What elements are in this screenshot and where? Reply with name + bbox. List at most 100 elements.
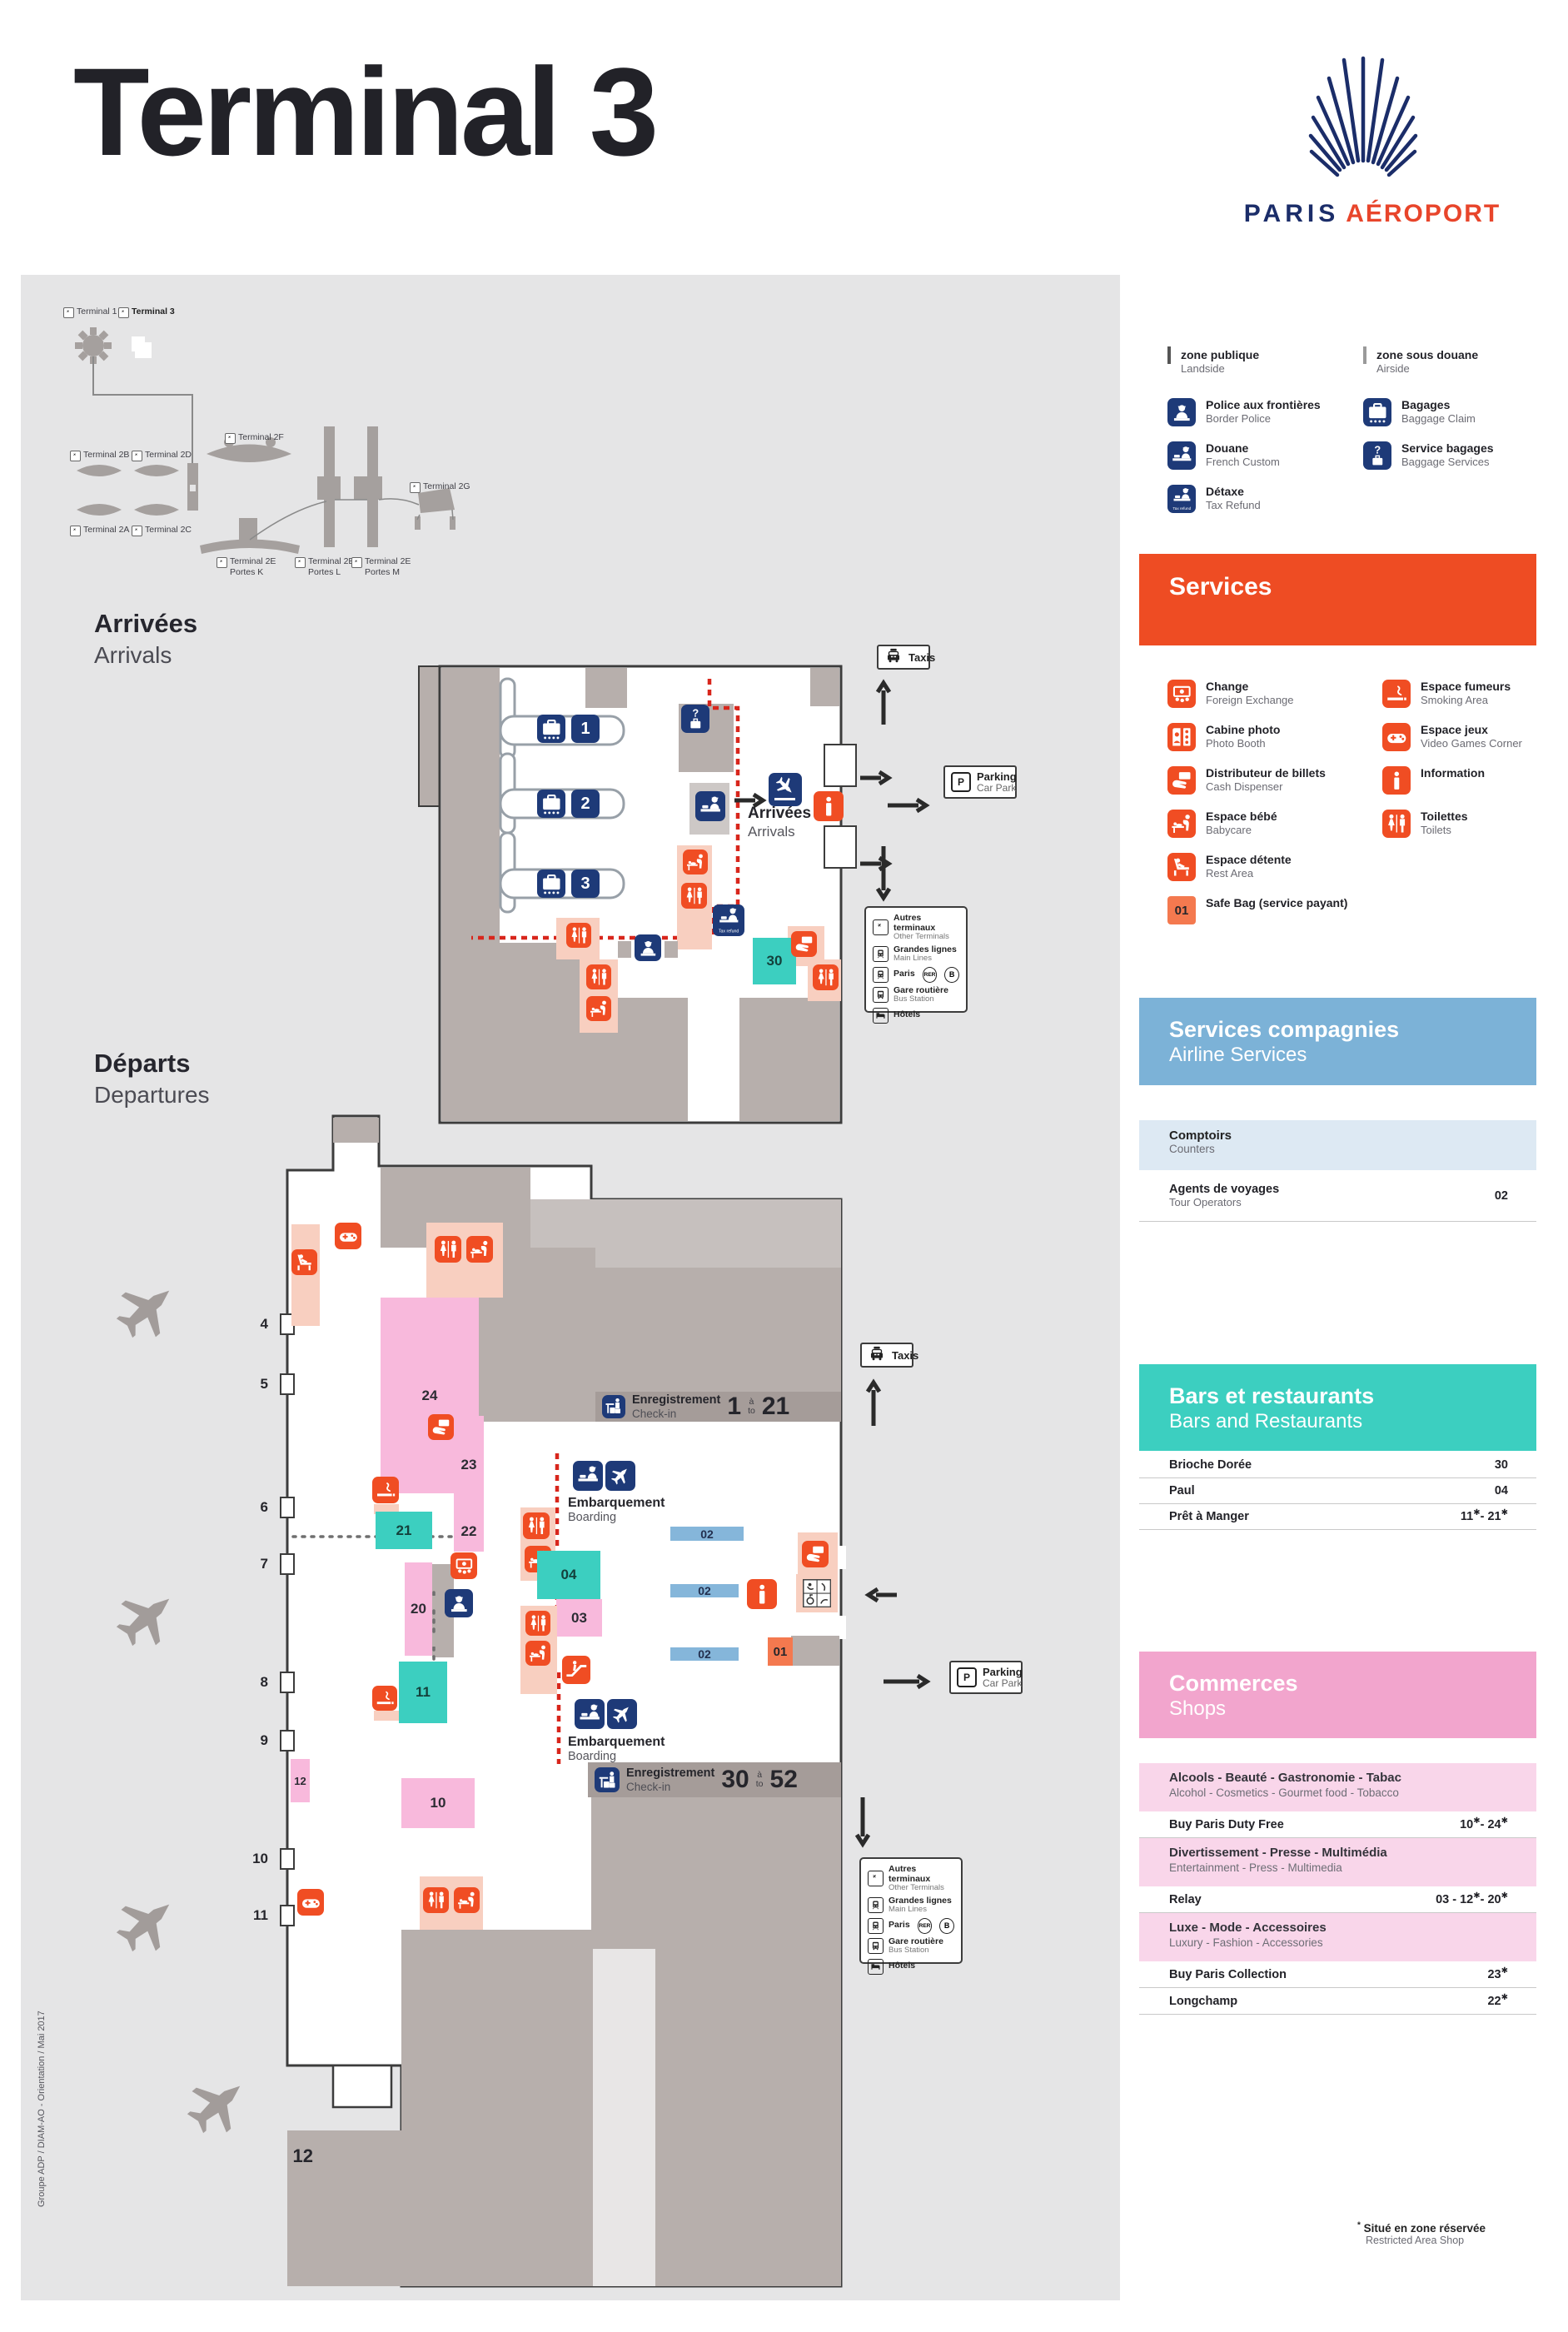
baby-icon [683, 850, 708, 874]
shop-location-23: 23 [454, 1416, 484, 1514]
svg-text:Tax refund: Tax refund [719, 929, 739, 934]
airside-block [432, 1596, 443, 1608]
police-legend-icon [1167, 398, 1196, 426]
bagq-icon: ? [681, 705, 709, 733]
baby-icon [466, 1236, 493, 1263]
douane-icon [695, 791, 725, 821]
game-icon [335, 1223, 361, 1249]
service-baby-icon [1167, 810, 1196, 838]
airline-counter-02: 02 [670, 1584, 739, 1597]
overview-label-terminal-2g: Terminal 2G [410, 481, 470, 493]
shop-location-11: 11 [399, 1662, 447, 1723]
plane-icon [873, 919, 889, 936]
taxi-icon [868, 1345, 886, 1366]
toilets-icon [423, 1887, 449, 1913]
service-safe-bag-icon: 01 [1167, 896, 1196, 924]
overview-label-terminal-1: Terminal 1 [63, 306, 117, 318]
direction-arrow-r [888, 797, 930, 814]
bag-icon [537, 790, 565, 818]
plane-icon [217, 556, 227, 568]
shop-location-12: 12 [291, 1759, 310, 1802]
smoke-icon [372, 1477, 399, 1503]
parking-icon: P [957, 1667, 977, 1687]
bus-icon [873, 987, 889, 1003]
toilets-icon [813, 964, 839, 990]
train-icon [868, 1917, 884, 1934]
airside-block [665, 941, 678, 958]
svg-text:?: ? [1374, 443, 1381, 456]
plane-icon [868, 1871, 884, 1887]
service-photo-icon [1167, 723, 1196, 751]
cash-icon [802, 1541, 829, 1567]
plane-icon [132, 525, 142, 536]
smoke-icon [372, 1686, 397, 1711]
overview-label-terminal-3: Terminal 3 [118, 306, 175, 318]
douane-legend-icon [1167, 441, 1196, 470]
check-in-icon [602, 1395, 625, 1418]
toilets-icon [435, 1236, 461, 1263]
shop-location-30: 30 [753, 938, 796, 984]
bag-icon [537, 870, 565, 898]
baggage-belt-number: 3 [571, 870, 600, 898]
terminals-overview-map [75, 327, 455, 554]
shop-location-21: 21 [376, 1512, 432, 1549]
gate-8-label: 8 [260, 1674, 268, 1690]
arrivals-building [418, 665, 857, 1124]
baby-icon [586, 996, 611, 1021]
plane-icon [63, 306, 74, 318]
overview-label-terminal-2f: Terminal 2F [225, 432, 284, 444]
toilets-icon [586, 964, 611, 989]
baby-icon [454, 1887, 480, 1913]
taxref-legend-icon: Tax refund [1167, 485, 1196, 513]
bus-icon [868, 1938, 884, 1954]
toilets-icon [681, 883, 707, 909]
parking-icon: P [951, 772, 971, 792]
taxis-sign: Taxis [860, 1343, 918, 1368]
gate-7-label: 7 [260, 1556, 268, 1572]
shop-location-03: 03 [556, 1599, 602, 1637]
airside-block [618, 941, 631, 958]
bagq-legend-icon: ? [1363, 441, 1391, 470]
police-icon [445, 1589, 473, 1617]
planeDep-icon [605, 1461, 635, 1491]
toilets-icon [525, 1611, 550, 1636]
taxi-icon [884, 647, 903, 668]
overview-label-terminal-2a: Terminal 2A [70, 525, 129, 536]
bag-legend-icon [1363, 398, 1391, 426]
restricted-area-footnote: * Situé en zone réservée Restricted Area… [1357, 2220, 1486, 2246]
baby-icon [525, 1641, 550, 1666]
shop-location-10: 10 [401, 1778, 475, 1828]
direction-arrow-r [734, 792, 767, 809]
rest-icon [291, 1249, 317, 1275]
planeArr-icon [769, 773, 802, 806]
plane-icon [118, 306, 129, 318]
direction-arrow-l [864, 1587, 897, 1603]
game-icon [297, 1889, 324, 1916]
airside-block [432, 1634, 443, 1647]
direction-arrow-u [875, 679, 892, 725]
plane-icon [410, 481, 421, 493]
direction-arrow-r [860, 770, 893, 786]
gate-10-label: 10 [252, 1851, 268, 1866]
